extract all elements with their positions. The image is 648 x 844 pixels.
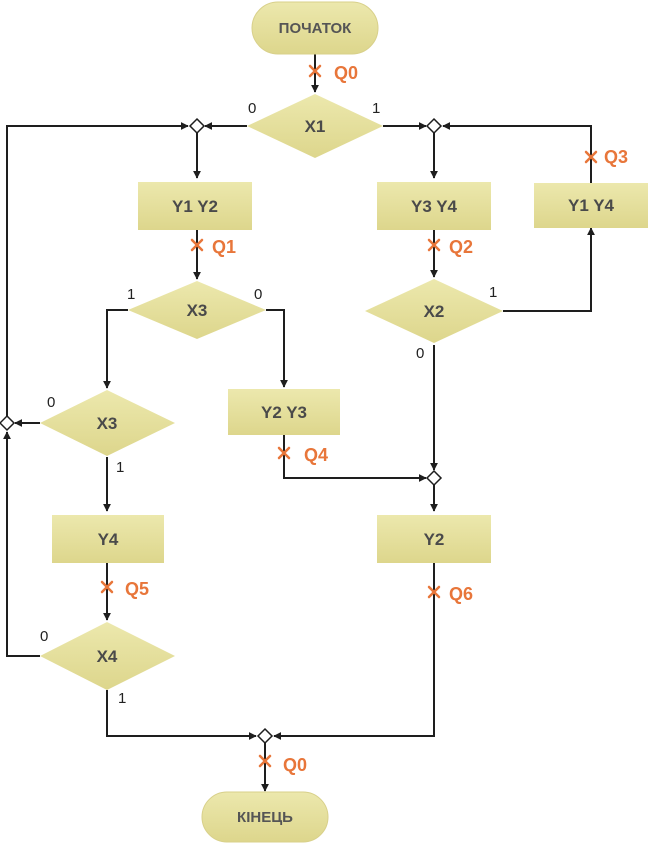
decision-x3-left-shape (40, 390, 175, 456)
cross-icon (100, 580, 114, 594)
cross-icon (190, 238, 204, 252)
cross-icon (308, 64, 322, 78)
edge-x4-to-junction-bottom (106, 690, 257, 740)
edges (3, 54, 595, 792)
junction-point (188, 117, 206, 135)
decision-x1-label: X1 (305, 117, 326, 136)
operation-y4-shape (52, 515, 164, 563)
decision-x3-top-label: X3 (187, 301, 208, 320)
junction-point (425, 117, 443, 135)
decision-x3-left-label: X3 (97, 414, 118, 433)
state-label-q0-bottom: Q0 (283, 755, 307, 775)
edge-x4-to-junction-side (3, 431, 40, 657)
operation-y1y2: Y1 Y2 (138, 182, 252, 230)
junction-point (0, 414, 16, 432)
decision-x3-top: X3 (128, 281, 266, 339)
branch-label-x1-false: 0 (248, 100, 256, 117)
decision-x2: X2 (365, 279, 503, 343)
junction-point (256, 727, 274, 745)
start-terminal-label: ПОЧАТОК (279, 20, 353, 37)
branch-label-x2-false: 0 (416, 345, 424, 362)
state-label-q1: Q1 (212, 237, 236, 257)
decision-x1-shape (247, 94, 383, 158)
operation-y2y3: Y2 Y3 (228, 389, 340, 435)
cross-icon (427, 585, 441, 599)
operation-y2y3-label: Y2 Y3 (261, 403, 307, 422)
decision-x1: X1 (247, 94, 383, 158)
branch-label-x4-false: 0 (40, 628, 48, 645)
operation-y2: Y2 (377, 515, 491, 563)
operation-y2-shape (377, 515, 491, 563)
operation-y1y4-shape (534, 183, 648, 228)
state-label-q2: Q2 (449, 237, 473, 257)
branch-label-x2-true: 1 (489, 284, 497, 301)
operation-y3y4-shape (377, 182, 491, 230)
decision-x4-shape (40, 622, 175, 690)
end-terminal: КІНЕЦЬ (201, 791, 329, 843)
end-terminal-shape (201, 791, 329, 843)
branch-label-x1-true: 1 (372, 100, 380, 117)
edge-x3top-to-x3left (103, 309, 128, 389)
operation-y3y4: Y3 Y4 (377, 182, 491, 230)
branch-label-x4-true: 1 (118, 690, 126, 707)
branch-label-x3-top-false: 0 (254, 286, 262, 303)
state-label-q6: Q6 (449, 584, 473, 604)
edge-loop-to-junction-left (6, 122, 189, 416)
state-label-q4: Q4 (304, 445, 328, 465)
edge-y2-to-junction-bottom (273, 563, 435, 740)
start-terminal: ПОЧАТОК (251, 1, 379, 55)
operation-y2y3-shape (228, 389, 340, 435)
decision-x4-label: X4 (97, 647, 118, 666)
edge-x2-to-y1y4 (503, 227, 595, 312)
state-label-q3: Q3 (604, 147, 628, 167)
decision-x3-left: X3 (40, 390, 175, 456)
operation-y4: Y4 (52, 515, 164, 563)
operation-y1y2-shape (138, 182, 252, 230)
operation-y2-label: Y2 (424, 530, 445, 549)
branch-label-x3-top-true: 1 (127, 286, 135, 303)
branch-label-x3-left-true: 1 (116, 459, 124, 476)
operation-y1y4-label: Y1 Y4 (568, 196, 615, 215)
cross-icon (258, 754, 272, 768)
decision-x3-top-shape (128, 281, 266, 339)
edge-y1y4-to-junction-right (442, 122, 592, 183)
decision-x2-shape (365, 279, 503, 343)
branch-label-x3-left-false: 0 (47, 394, 55, 411)
decision-x2-label: X2 (424, 302, 445, 321)
edge-y2y3-to-junction-mid (283, 435, 427, 482)
state-label-q0-top: Q0 (334, 63, 358, 83)
cross-icon (584, 150, 598, 164)
end-terminal-label: КІНЕЦЬ (237, 809, 293, 826)
junctions (0, 117, 443, 745)
cross-icon (427, 238, 441, 252)
operation-y4-label: Y4 (98, 530, 119, 549)
decision-x4: X4 (40, 622, 175, 690)
operation-y3y4-label: Y3 Y4 (411, 197, 458, 216)
operation-y1y2-label: Y1 Y2 (172, 197, 218, 216)
start-terminal-shape (251, 1, 379, 55)
operation-y1y4: Y1 Y4 (534, 183, 648, 228)
cross-icon (277, 446, 291, 460)
state-label-q5: Q5 (125, 579, 149, 599)
state-markers (100, 64, 598, 768)
junction-point (425, 469, 443, 487)
edge-x3top-to-y2y3 (266, 309, 288, 388)
